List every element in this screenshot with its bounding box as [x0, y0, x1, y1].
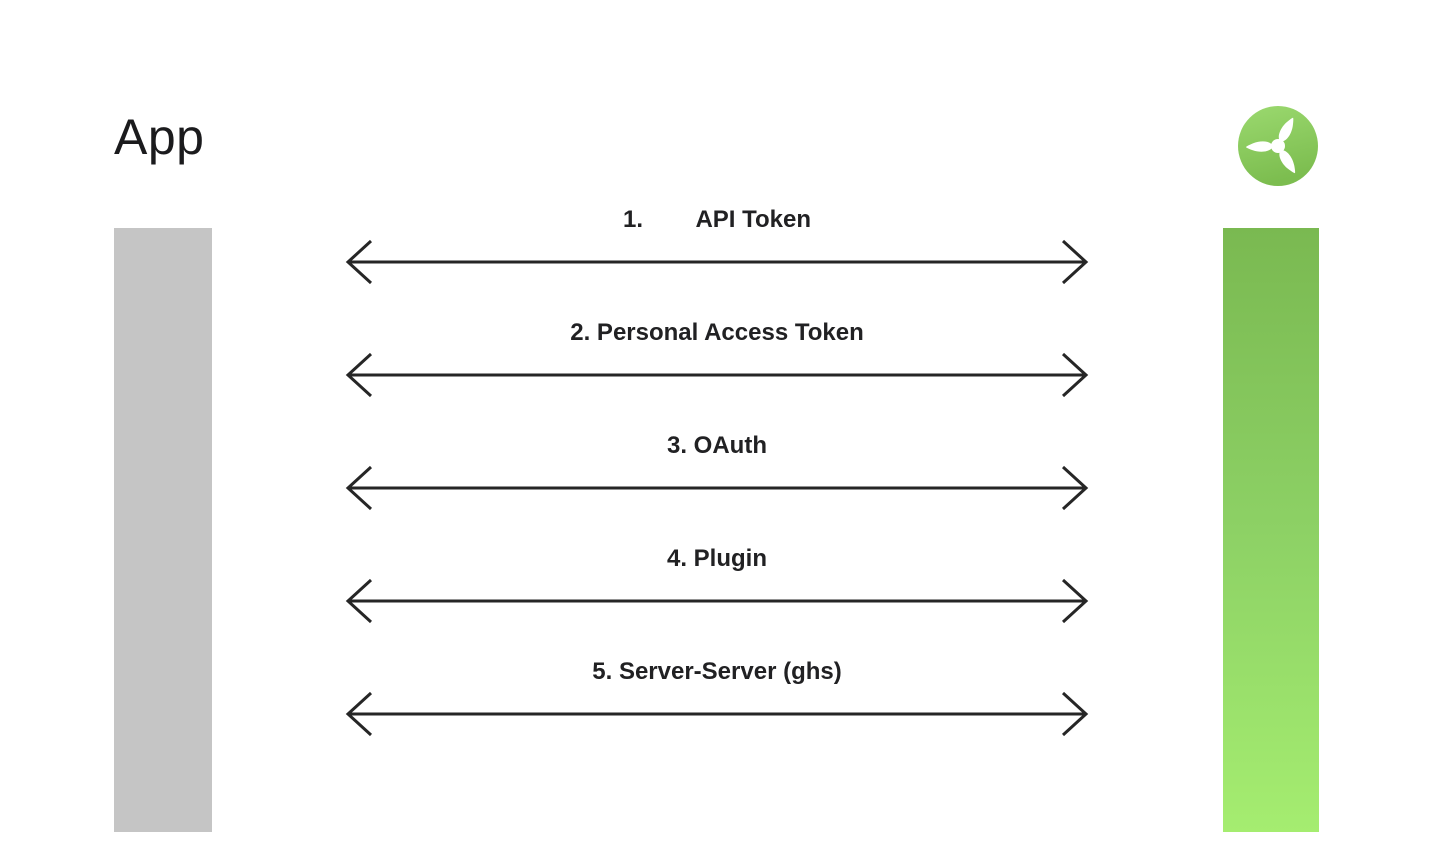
propeller-logo-icon — [1238, 106, 1318, 186]
connection-row-1: 1. API Token — [344, 206, 1090, 286]
double-arrow-icon — [345, 239, 1089, 285]
right-actor-lifeline-bar — [1223, 228, 1319, 832]
connection-label: 5. Server-Server (ghs) — [592, 658, 842, 685]
left-actor-lifeline-bar — [114, 228, 212, 832]
connection-label: 2. Personal Access Token — [570, 319, 864, 346]
double-arrow-icon — [345, 691, 1089, 737]
connection-label: 1. API Token — [622, 206, 812, 233]
connection-row-3: 3. OAuth — [344, 432, 1090, 512]
double-arrow-icon — [345, 352, 1089, 398]
double-arrow-icon — [345, 578, 1089, 624]
connection-label: 3. OAuth — [667, 432, 767, 459]
connection-row-4: 4. Plugin — [344, 545, 1090, 625]
connection-label: 4. Plugin — [666, 545, 767, 572]
double-arrow-icon — [345, 465, 1089, 511]
left-actor-title: App — [114, 109, 205, 165]
connection-row-2: 2. Personal Access Token — [344, 319, 1090, 399]
connection-row-5: 5. Server-Server (ghs) — [344, 658, 1090, 738]
